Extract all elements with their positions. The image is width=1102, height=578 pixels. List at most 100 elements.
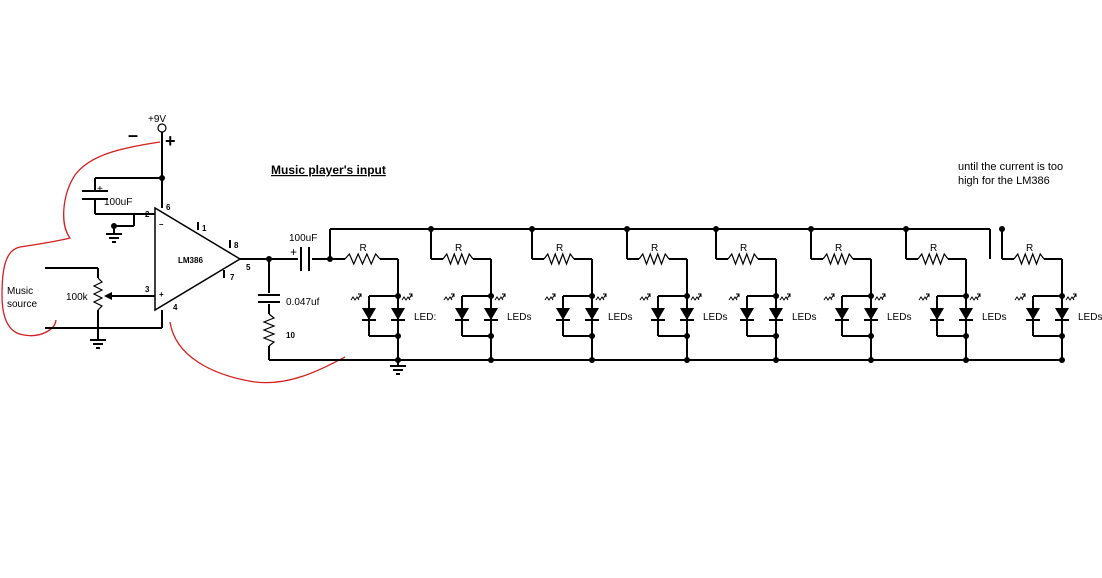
led-stage: R LEDs <box>624 226 727 363</box>
light-emission-icon <box>401 293 413 301</box>
pin-1-label: 1 <box>202 224 207 233</box>
note-line-1: until the current is too <box>958 161 1063 173</box>
led-diode-icon <box>863 307 879 321</box>
ground-symbol <box>106 233 122 243</box>
bypass-cap-value: 100uF <box>104 197 132 208</box>
led-stage: R LEDs <box>428 226 531 363</box>
red-ground-wire <box>169 321 346 384</box>
pin-8-label: 8 <box>234 241 239 250</box>
light-emission-icon <box>918 293 930 301</box>
stage-resistor <box>822 252 854 266</box>
pin-6-label: 6 <box>166 203 171 212</box>
light-emission-icon <box>1065 293 1077 301</box>
stage-resistor <box>917 252 949 266</box>
light-emission-icon <box>595 293 607 301</box>
led-diode-icon <box>679 307 695 321</box>
led-stage: R LEDs <box>999 226 1102 363</box>
stage-led-label: LEDs <box>703 312 727 323</box>
led-diode-icon <box>739 307 755 321</box>
zobel-cap-value: 0.047uf <box>286 297 320 308</box>
note-line-2: high for the LM386 <box>958 175 1050 187</box>
output-cap-polarity: + <box>290 245 297 259</box>
led-diode-icon <box>361 307 377 321</box>
led-diode-icon <box>834 307 850 321</box>
light-emission-icon <box>544 293 556 301</box>
supply-plus-sign: + <box>165 131 176 151</box>
light-emission-icon <box>823 293 835 301</box>
led-diode-icon <box>1025 307 1041 321</box>
output-cap-value: 100uF <box>289 233 317 244</box>
light-emission-icon <box>1014 293 1026 301</box>
led-diode-icon <box>1054 307 1070 321</box>
led-stage: R LEDs <box>529 226 632 363</box>
stage-resistor-label: R <box>556 243 563 254</box>
led-diode-icon <box>584 307 600 321</box>
stage-led-label: LEDs <box>608 312 632 323</box>
supply-minus-sign: – <box>128 125 138 145</box>
stage-resistor-label: R <box>835 243 842 254</box>
light-emission-icon <box>874 293 886 301</box>
pin-2-label: 2 <box>145 210 150 219</box>
bypass-cap-polarity: + <box>97 184 103 195</box>
bypass-capacitor: + 100uF <box>82 177 162 214</box>
chip-name: LM386 <box>178 256 203 265</box>
led-diode-icon <box>929 307 945 321</box>
led-stage: R LEDs <box>808 226 911 363</box>
supply-terminal: +9V – + <box>128 114 176 208</box>
pin-5-label: 5 <box>246 263 251 272</box>
led-stage: R LEDs <box>713 226 816 363</box>
stage-resistor <box>442 252 474 266</box>
stage-resistor-label: R <box>360 243 367 254</box>
source-label-line1: Music <box>7 286 33 297</box>
led-diode-icon <box>483 307 499 321</box>
stage-resistor <box>543 252 575 266</box>
diagram-title: Music player's input <box>271 163 386 177</box>
stage-resistor-label: R <box>740 243 747 254</box>
light-emission-icon <box>639 293 651 301</box>
led-diode-icon <box>555 307 571 321</box>
pin-3-label: 3 <box>145 285 150 294</box>
zobel-res-value: 10 <box>286 331 295 340</box>
red-supply-wire <box>1 141 161 337</box>
light-emission-icon <box>350 293 362 301</box>
stage-led-label: LEDs <box>507 312 531 323</box>
pin-7-label: 7 <box>230 273 235 282</box>
ground-symbol <box>390 365 406 375</box>
light-emission-icon <box>779 293 791 301</box>
pot-value: 100k <box>66 292 89 303</box>
stage-resistor <box>727 252 759 266</box>
chip-noninverting-sign: + <box>159 290 164 299</box>
stage-led-label: LED: <box>414 312 436 323</box>
stage-led-label: LEDs <box>1078 312 1102 323</box>
stage-resistor-label: R <box>930 243 937 254</box>
source-label-line2: source <box>7 299 37 310</box>
led-diode-icon <box>390 307 406 321</box>
light-emission-icon <box>690 293 702 301</box>
light-emission-icon <box>969 293 981 301</box>
stage-led-label: LEDs <box>887 312 911 323</box>
stage-led-label: LEDs <box>792 312 816 323</box>
stage-resistor-label: R <box>1026 243 1033 254</box>
stage-resistor <box>344 252 381 266</box>
lm386-amplifier: LM386 – + 2 3 6 4 1 8 7 5 <box>145 203 251 312</box>
supply-label: +9V <box>148 114 166 125</box>
volume-potentiometer: 100k <box>66 277 155 340</box>
chip-inverting-sign: – <box>159 220 164 229</box>
stage-resistor-label: R <box>651 243 658 254</box>
pin-4-label: 4 <box>173 303 178 312</box>
output-capacitor: + 100uF <box>289 233 317 271</box>
led-diode-icon <box>768 307 784 321</box>
led-stage: R LEDs <box>903 226 1006 363</box>
stage-led-label: LEDs <box>982 312 1006 323</box>
light-emission-icon <box>494 293 506 301</box>
led-diode-icon <box>454 307 470 321</box>
light-emission-icon <box>728 293 740 301</box>
led-diode-icon <box>958 307 974 321</box>
stage-resistor-label: R <box>455 243 462 254</box>
light-emission-icon <box>443 293 455 301</box>
ground-symbol <box>90 339 106 349</box>
led-stages: R LED: R LEDs R LEDs R LEDs R LEDs R LEDs R LEDs R LEDs <box>330 226 1102 363</box>
led-diode-icon <box>650 307 666 321</box>
stage-resistor <box>638 252 670 266</box>
